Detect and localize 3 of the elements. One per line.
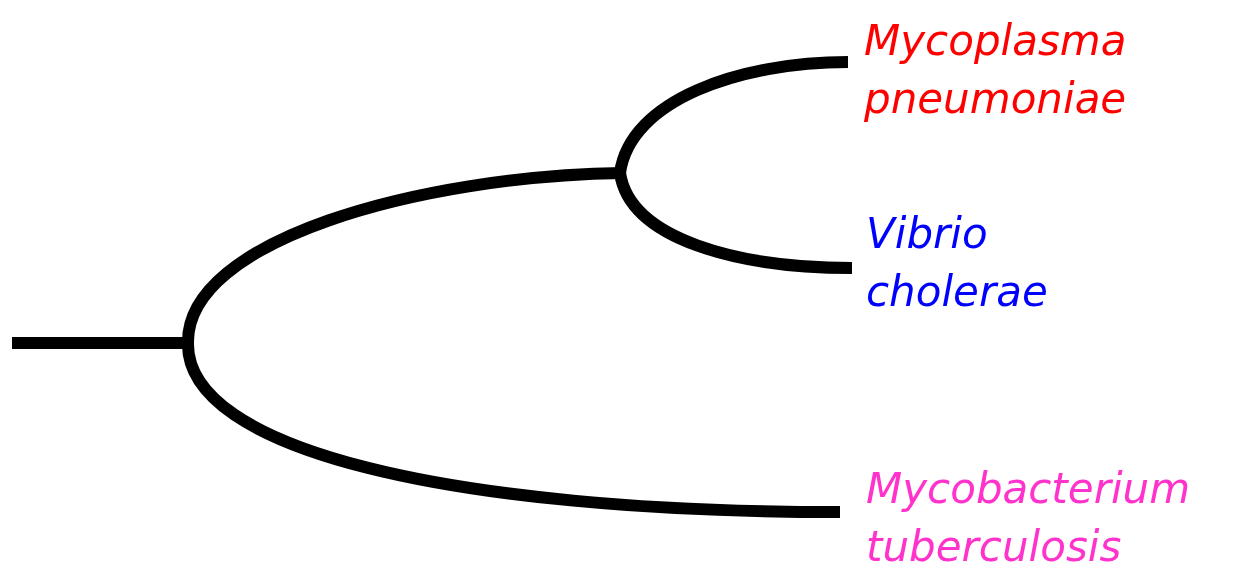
species-label: Mycoplasma pneumoniae <box>864 12 1194 128</box>
species-label: Vibrio cholerae <box>866 205 1116 321</box>
species-label: Mycobacterium tuberculosis <box>866 460 1254 571</box>
